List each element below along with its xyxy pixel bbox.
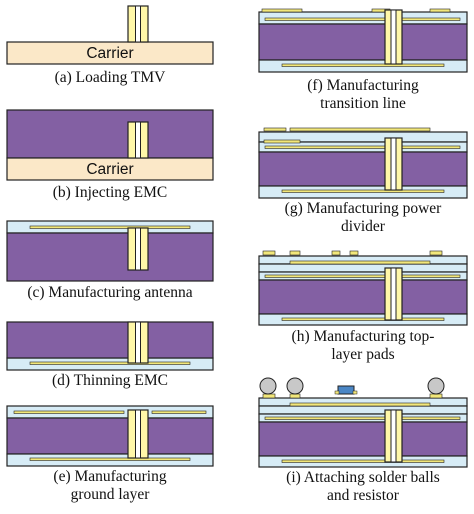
caption-c-line-1: (c) Manufacturing antenna <box>27 284 193 301</box>
emc-mold <box>258 279 468 315</box>
caption-g-line-1: (g) Manufacturing power <box>284 200 442 217</box>
antenna-line <box>281 189 445 193</box>
antenna-line <box>281 317 445 321</box>
power-divider <box>289 402 431 407</box>
power-divider <box>289 127 431 132</box>
top-dielectric-2 <box>258 405 468 415</box>
top-pad <box>262 393 276 399</box>
tmv-via <box>127 227 149 271</box>
solder-ball <box>427 377 445 395</box>
resistor-terminal <box>352 390 358 395</box>
ground-layer <box>264 17 386 21</box>
solder-ball <box>259 377 277 395</box>
antenna-line <box>281 459 445 463</box>
tmv-via <box>127 121 149 159</box>
caption-i-line-2: and resistor <box>327 487 399 504</box>
caption-a-line-1: (a) Loading TMV <box>54 69 166 86</box>
ground-layer <box>264 145 386 149</box>
transition-line <box>261 8 303 13</box>
caption-b: (b) Injecting EMC <box>7 184 213 202</box>
ground-layer <box>264 416 386 420</box>
tmv-via <box>127 321 149 364</box>
top-pad <box>289 250 301 256</box>
carrier-block <box>6 157 214 181</box>
emc-mold <box>6 417 214 455</box>
caption-c: (c) Manufacturing antenna <box>7 284 213 302</box>
emc-mold <box>258 421 468 457</box>
caption-i: (i) Attaching solder balls and resistor <box>259 469 467 505</box>
carrier-label: Carrier <box>86 161 133 178</box>
caption-h-line-1: (h) Manufacturing top- <box>291 328 435 345</box>
ground-layer <box>151 410 207 414</box>
antenna-line <box>29 361 191 365</box>
caption-h-line-2: layer pads <box>331 346 395 363</box>
panel-h-drawing <box>258 250 468 326</box>
emc-mold <box>6 321 214 359</box>
panel-c-drawing <box>6 220 214 282</box>
caption-e-line-1: (e) Manufacturing <box>53 468 167 485</box>
power-divider <box>289 260 431 265</box>
caption-b-line-1: (b) Injecting EMC <box>52 184 168 201</box>
antenna-line <box>29 457 191 461</box>
tmv-via <box>127 5 149 43</box>
panel-d-drawing <box>6 321 214 371</box>
top-pad <box>429 250 443 256</box>
top-pad <box>262 250 276 256</box>
antenna-line <box>29 225 191 229</box>
ground-layer <box>401 416 461 420</box>
emc-mold <box>258 23 468 61</box>
caption-d: (d) Thinning EMC <box>7 372 213 390</box>
emc-mold <box>258 151 468 187</box>
top-pad <box>331 250 341 256</box>
tmv-via <box>384 267 403 321</box>
tmv-via <box>384 9 403 65</box>
transition-line <box>429 8 451 13</box>
resistor-terminal <box>334 390 340 395</box>
panel-i-drawing <box>258 377 468 468</box>
caption-g: (g) Manufacturing power divider <box>259 200 467 236</box>
panel-f-drawing <box>258 8 468 73</box>
tmv-via <box>384 137 403 191</box>
caption-f-line-1: (f) Manufacturing <box>307 77 419 94</box>
caption-f-line-2: transition line <box>320 95 406 112</box>
emc-mold <box>6 109 214 159</box>
emc-mold <box>6 232 214 282</box>
power-divider <box>263 127 287 132</box>
solder-ball <box>286 377 304 395</box>
caption-h: (h) Manufacturing top- layer pads <box>259 328 467 364</box>
top-pad <box>349 250 359 256</box>
caption-e: (e) Manufacturing ground layer <box>7 468 213 504</box>
caption-d-line-1: (d) Thinning EMC <box>52 372 168 389</box>
caption-f: (f) Manufacturing transition line <box>259 77 467 113</box>
tmv-via <box>384 409 403 463</box>
carrier-label: Carrier <box>86 45 133 62</box>
top-pad <box>289 393 301 399</box>
caption-e-line-2: ground layer <box>70 486 150 503</box>
panel-e-drawing <box>6 405 214 467</box>
ground-layer <box>13 410 125 414</box>
transition-line <box>263 139 301 144</box>
caption-i-line-1: (i) Attaching solder balls <box>286 469 440 486</box>
top-pad <box>429 393 443 399</box>
panel-a-drawing: Carrier <box>6 5 214 65</box>
ground-layer <box>401 145 461 149</box>
ground-layer <box>264 274 386 278</box>
antenna-line <box>281 63 445 67</box>
resistor <box>337 385 355 395</box>
ground-layer <box>401 17 461 21</box>
caption-g-line-2: divider <box>341 218 385 235</box>
ground-layer <box>401 274 461 278</box>
panel-g-drawing <box>258 127 468 199</box>
carrier-block <box>6 41 214 65</box>
top-dielectric-2 <box>258 263 468 273</box>
panel-b-drawing: Carrier <box>6 109 214 181</box>
caption-a: (a) Loading TMV <box>7 69 213 87</box>
tmv-via <box>127 409 149 459</box>
